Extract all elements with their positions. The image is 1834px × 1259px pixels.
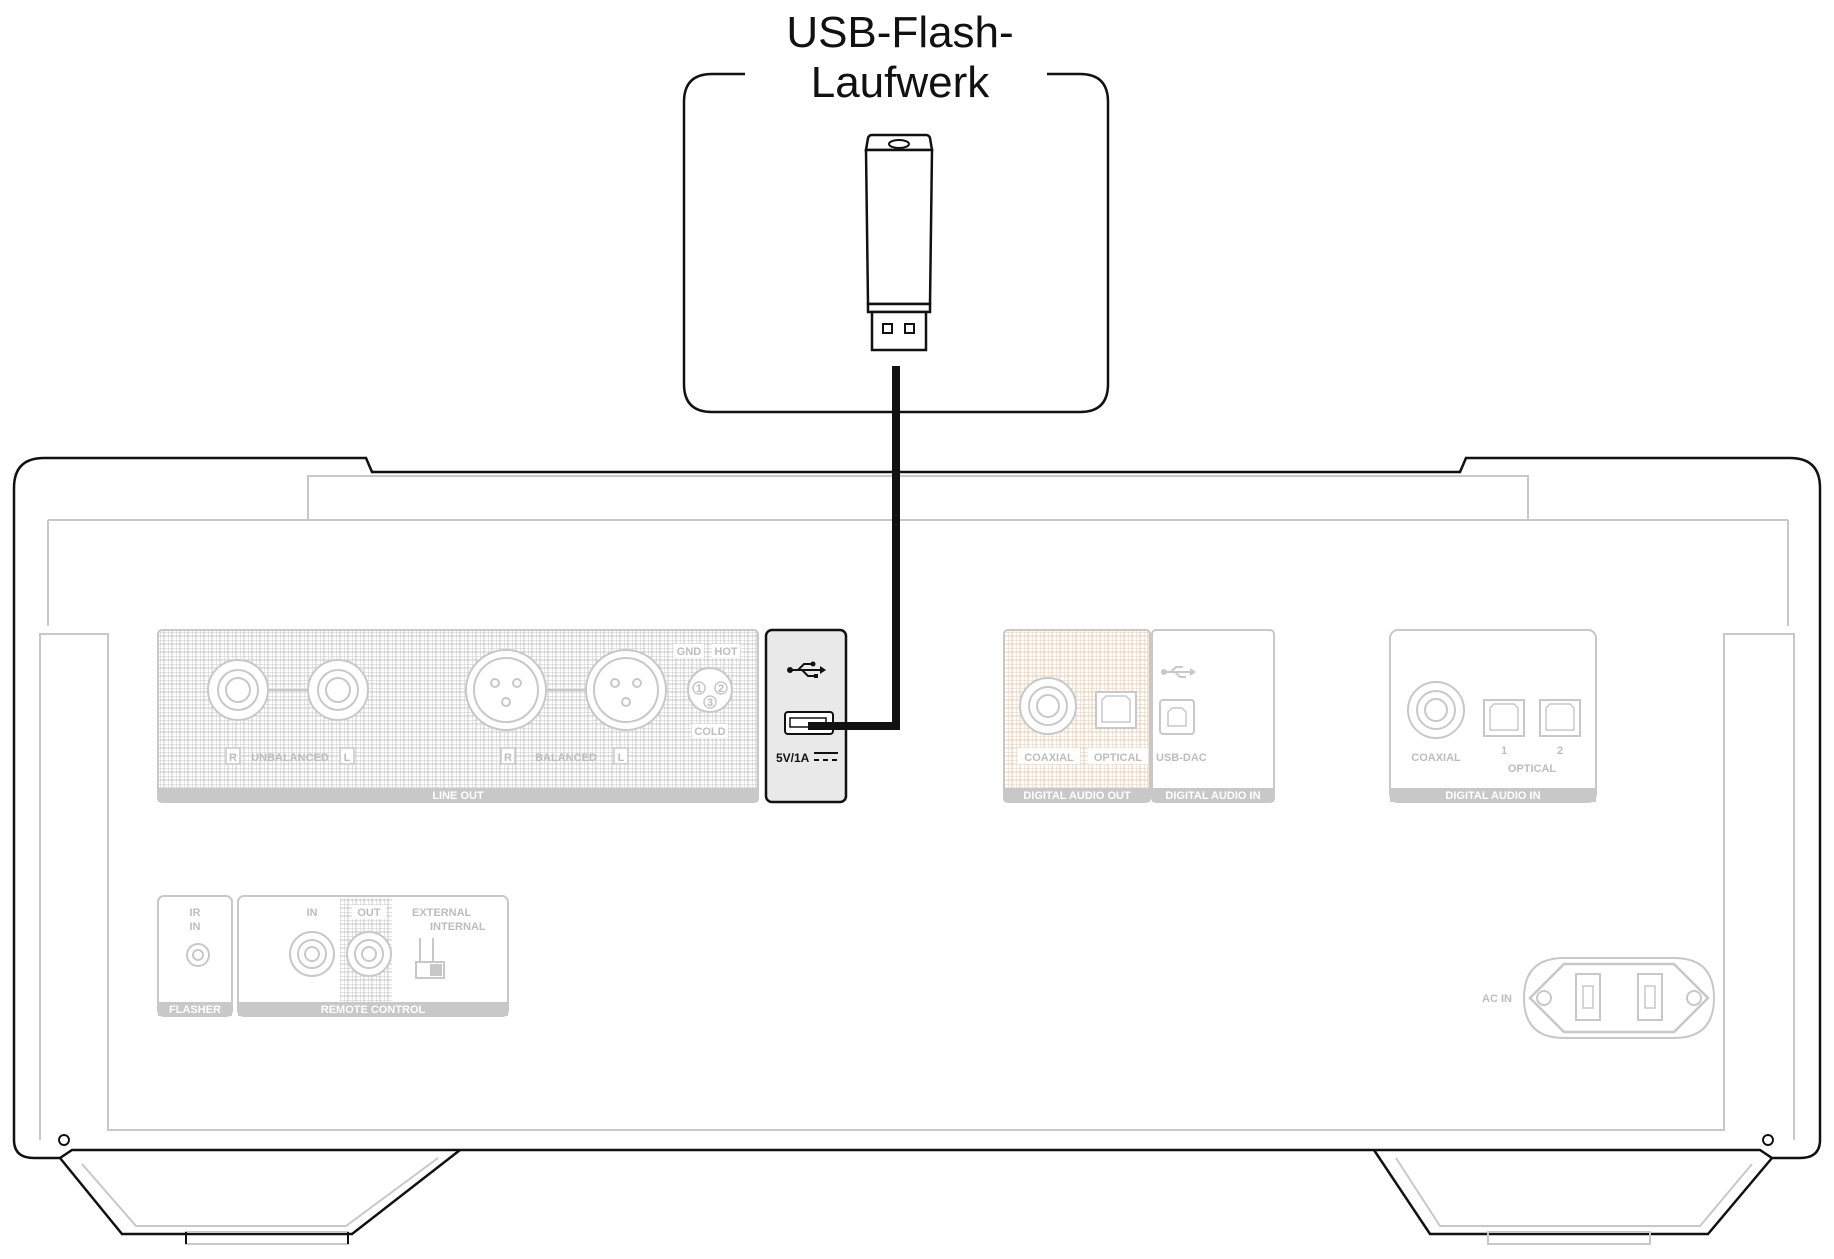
internal-label: INTERNAL [430, 921, 486, 933]
cold-label: COLD [694, 726, 725, 738]
usb-dac-section-label: DIGITAL AUDIO IN [1165, 790, 1260, 802]
gnd-label: GND [677, 646, 702, 658]
callout-line-1: USB-Flash- [786, 8, 1014, 57]
digital-audio-in-section: DIGITAL AUDIO IN COAXIAL 1 2 OPTICAL [1389, 629, 1597, 803]
optical-out-jack [1095, 691, 1137, 729]
remote-control-section: REMOTE CONTROL IN OUT EXTERNAL INTERNAL [237, 895, 509, 1017]
balanced-l: L [618, 752, 625, 764]
rca-jack-r [207, 659, 269, 721]
digital-audio-in-label: DIGITAL AUDIO IN [1445, 790, 1540, 802]
usb-flash-drive-icon [864, 133, 934, 352]
external-internal-switch [415, 938, 445, 979]
usb-dac-section: DIGITAL AUDIO IN USB-DAC [1151, 629, 1275, 803]
line-out-section: LINE OUT R UNBALANCED L [157, 629, 759, 803]
balanced-r: R [504, 752, 512, 764]
remote-control-label: REMOTE CONTROL [321, 1004, 426, 1016]
ac-in-label: AC IN [1482, 993, 1512, 1005]
line-out-label: LINE OUT [432, 790, 484, 802]
unbalanced-label: UNBALANCED [251, 752, 329, 764]
remote-out-label: OUT [357, 907, 381, 919]
usb-a-port-section: 5V/1A [764, 628, 848, 804]
remote-in-label: IN [307, 907, 318, 919]
unbalanced-r: R [229, 752, 237, 764]
coaxial-in-label: COAXIAL [1411, 752, 1461, 764]
flasher-ir: IR [190, 907, 201, 919]
flasher-section: FLASHER IR IN [157, 895, 233, 1017]
flasher-label: FLASHER [169, 1004, 221, 1016]
remote-in-jack [289, 931, 335, 977]
callout-line-2: Laufwerk [810, 58, 990, 107]
pin-3: 3 [707, 697, 713, 709]
usb-rating: 5V/1A [776, 751, 810, 765]
digital-audio-out-label: DIGITAL AUDIO OUT [1023, 790, 1131, 802]
usb-dac-symbol-icon [1161, 666, 1196, 678]
usb-dac-label: USB-DAC [1156, 752, 1207, 764]
optical-port-1: 1 [1501, 745, 1507, 757]
external-label: EXTERNAL [412, 907, 472, 919]
unbalanced-l: L [344, 752, 351, 764]
usb-b-port [1159, 699, 1195, 735]
optical-port-2: 2 [1557, 745, 1563, 757]
optical-in-1-jack [1483, 699, 1525, 737]
usb-symbol-icon [787, 661, 826, 678]
usb-cable [808, 366, 900, 730]
optical-in-label: OPTICAL [1508, 763, 1557, 775]
balanced-label: BALANCED [535, 752, 597, 764]
hot-label: HOT [714, 646, 738, 658]
dc-symbol-icon [814, 752, 838, 761]
pin-1: 1 [696, 683, 702, 695]
usb-flash-drive-label: USB-Flash- Laufwerk [700, 8, 1100, 108]
coaxial-in-jack [1407, 681, 1465, 739]
ac-inlet: AC IN [1482, 957, 1716, 1039]
xlr-jack-l [585, 649, 667, 731]
xlr-jack-r [465, 649, 547, 731]
remote-out-jack [346, 931, 392, 977]
optical-out-label: OPTICAL [1094, 752, 1143, 764]
digital-audio-out-section: DIGITAL AUDIO OUT COAXIAL OPTICAL [1003, 629, 1151, 803]
rca-jack-l [307, 659, 369, 721]
pin-2: 2 [718, 683, 724, 695]
flasher-in: IN [190, 921, 201, 933]
coaxial-out-label: COAXIAL [1024, 752, 1074, 764]
coaxial-out-jack [1019, 677, 1077, 735]
optical-in-2-jack [1539, 699, 1581, 737]
device-rear-panel [12, 456, 1822, 1245]
xlr-pin-legend: GND HOT 1 2 3 COLD [674, 644, 740, 738]
